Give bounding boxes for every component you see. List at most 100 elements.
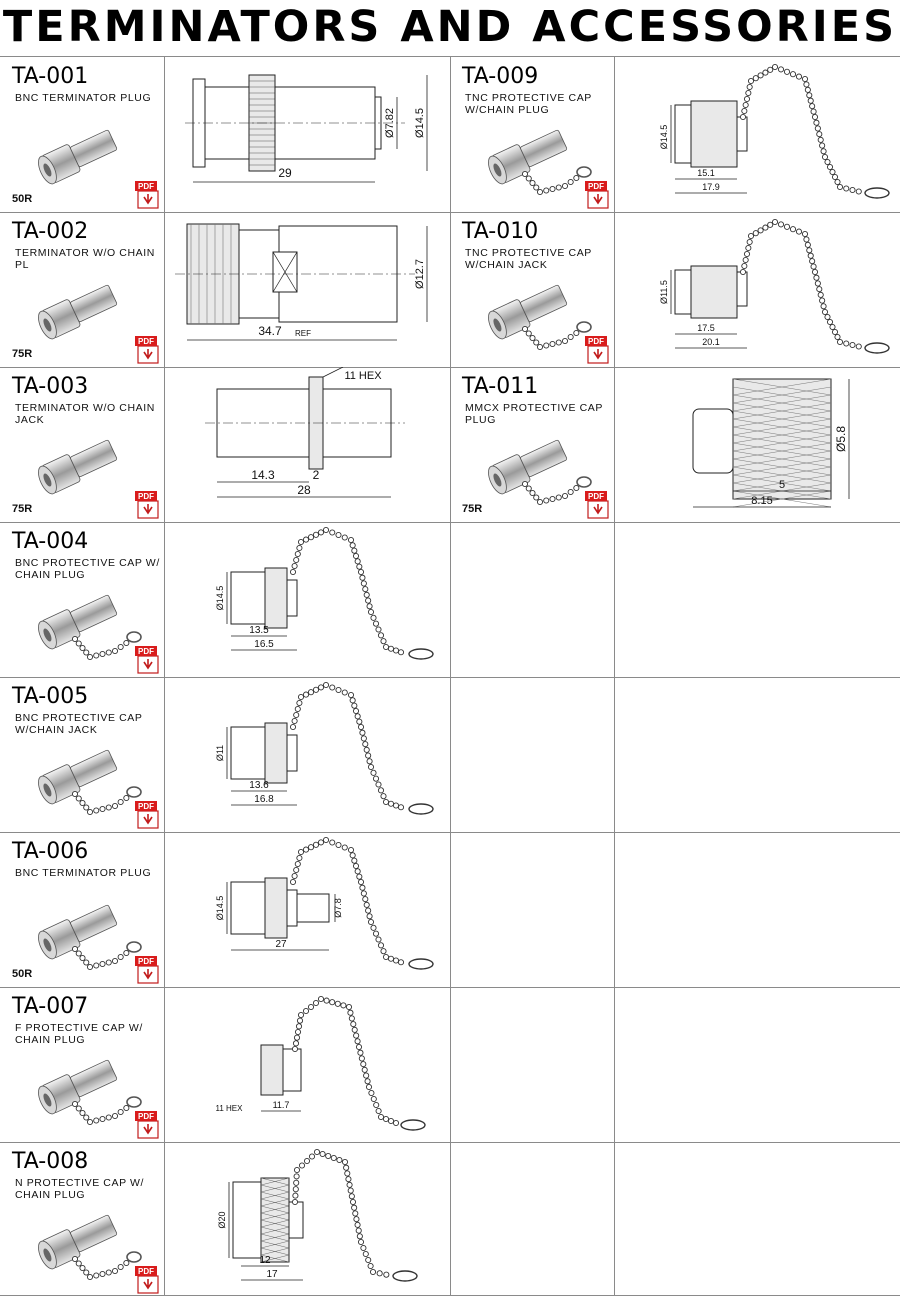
- dimension-label: 17.9: [702, 182, 720, 192]
- pdf-download-icon[interactable]: PDF: [135, 801, 161, 829]
- impedance-label: 75R: [12, 503, 33, 515]
- dimension-label: 12: [259, 1255, 271, 1266]
- dimension-label: Ø14.5: [414, 108, 426, 138]
- part-description: BNC PROTECTIVE CAP W/CHAIN JACK: [15, 712, 143, 736]
- part-description: N PROTECTIVE CAP W/ CHAIN PLUG: [15, 1177, 145, 1201]
- dimension-label: 17.5: [697, 323, 715, 333]
- dimension-label: Ø14.5: [659, 125, 669, 150]
- part-description: BNC TERMINATOR PLUG: [15, 867, 152, 879]
- pdf-download-icon[interactable]: PDF: [135, 1111, 161, 1139]
- dimension-label: 11.7: [273, 1100, 290, 1110]
- dimension-label: Ø11: [215, 745, 225, 761]
- product-photo: [38, 904, 142, 971]
- dimension-drawing: Ø14.5 Ø7.8 27: [215, 836, 434, 970]
- pdf-label: PDF: [138, 1112, 154, 1121]
- impedance-label: 75R: [12, 348, 33, 360]
- pdf-label: PDF: [588, 182, 604, 191]
- pdf-label: PDF: [588, 492, 604, 501]
- pdf-download-icon[interactable]: PDF: [135, 1266, 161, 1294]
- pdf-label: PDF: [138, 337, 154, 346]
- part-description: TNC PROTECTIVE CAP W/CHAIN JACK: [465, 247, 592, 271]
- page-title: TERMINATORS AND ACCESSORIES: [2, 2, 898, 52]
- dimension-label: 2: [313, 468, 320, 482]
- dimension-label: Ø7.82: [384, 108, 396, 138]
- pdf-download-icon[interactable]: PDF: [585, 336, 611, 364]
- grid-divider: [0, 832, 900, 833]
- part-code: TA-009: [462, 64, 539, 89]
- dimension-drawing: Ø14.5 15.1 17.9: [659, 63, 890, 199]
- part-description: TERMINATOR W/O CHAIN PL: [15, 247, 155, 271]
- dimension-drawing: Ø11.517.520.1: [659, 218, 890, 354]
- dimension-drawing: 34.7 REF Ø12.7: [175, 223, 428, 341]
- dimension-label: Ø11.5: [659, 280, 669, 304]
- dimension-label: Ø14.5: [215, 586, 225, 611]
- dimension-label: 28: [297, 483, 311, 497]
- product-photo: [38, 129, 118, 185]
- dimension-label: 17: [266, 1269, 278, 1280]
- pdf-download-icon[interactable]: PDF: [135, 646, 161, 674]
- dimension-label: 15.1: [697, 168, 715, 178]
- pdf-label: PDF: [588, 337, 604, 346]
- product-photo: [38, 439, 118, 495]
- part-code: TA-007: [12, 994, 89, 1019]
- product-photo: [488, 439, 592, 506]
- dimension-label: 8.15: [751, 495, 772, 507]
- pdf-download-icon[interactable]: PDF: [585, 181, 611, 209]
- part-code: TA-001: [12, 64, 89, 89]
- part-code: TA-011: [462, 374, 539, 399]
- part-code: TA-010: [462, 219, 539, 244]
- dimension-label: 16.5: [254, 639, 274, 650]
- dimension-drawing: Ø14.5 13.5 16.5: [215, 526, 434, 660]
- dimension-label: Ø7.8: [333, 898, 343, 918]
- pdf-label: PDF: [138, 802, 154, 811]
- dimension-drawing: Ø5.858.15: [692, 378, 850, 508]
- part-code: TA-005: [12, 684, 89, 709]
- product-photo: [488, 284, 592, 351]
- part-description: MMCX PROTECTIVE CAP PLUG: [465, 402, 603, 426]
- pdf-label: PDF: [138, 1267, 154, 1276]
- technical-drawing: 29 Ø7.82 Ø14.5: [165, 57, 450, 211]
- technical-drawing: Ø14.5 Ø7.8 27: [165, 832, 450, 986]
- product-photo: [38, 594, 142, 661]
- pdf-label: PDF: [138, 182, 154, 191]
- dimension-label: 13.5: [249, 625, 269, 636]
- dimension-label: REF: [295, 329, 311, 338]
- product-photo: [488, 129, 592, 196]
- dimension-label: Ø14.5: [215, 896, 225, 921]
- pdf-download-icon[interactable]: PDF: [585, 491, 611, 519]
- grid-divider: [0, 1142, 900, 1143]
- dimension-label: 34.7: [258, 324, 282, 338]
- grid-divider: [0, 987, 900, 988]
- pdf-download-icon[interactable]: PDF: [135, 956, 161, 984]
- dimension-label: Ø12.7: [414, 259, 426, 289]
- impedance-label: 75R: [462, 503, 483, 515]
- dimension-label: 13.6: [249, 780, 269, 791]
- pdf-label: PDF: [138, 647, 154, 656]
- part-description: BNC TERMINATOR PLUG: [15, 92, 152, 104]
- pdf-download-icon[interactable]: PDF: [135, 491, 161, 519]
- pdf-download-icon[interactable]: PDF: [135, 336, 161, 364]
- pdf-download-icon[interactable]: PDF: [135, 181, 161, 209]
- technical-drawing: 34.7 REF Ø12.7: [165, 212, 450, 366]
- dimension-label: 27: [275, 939, 287, 950]
- grid-divider: [164, 57, 165, 1295]
- grid-divider: [0, 677, 900, 678]
- dimension-label: 29: [278, 166, 292, 180]
- grid-divider: [450, 57, 451, 1295]
- technical-drawing: Ø14.5 15.1 17.9: [615, 57, 900, 211]
- dimension-label: 14.3: [251, 468, 275, 482]
- part-code: TA-003: [12, 374, 89, 399]
